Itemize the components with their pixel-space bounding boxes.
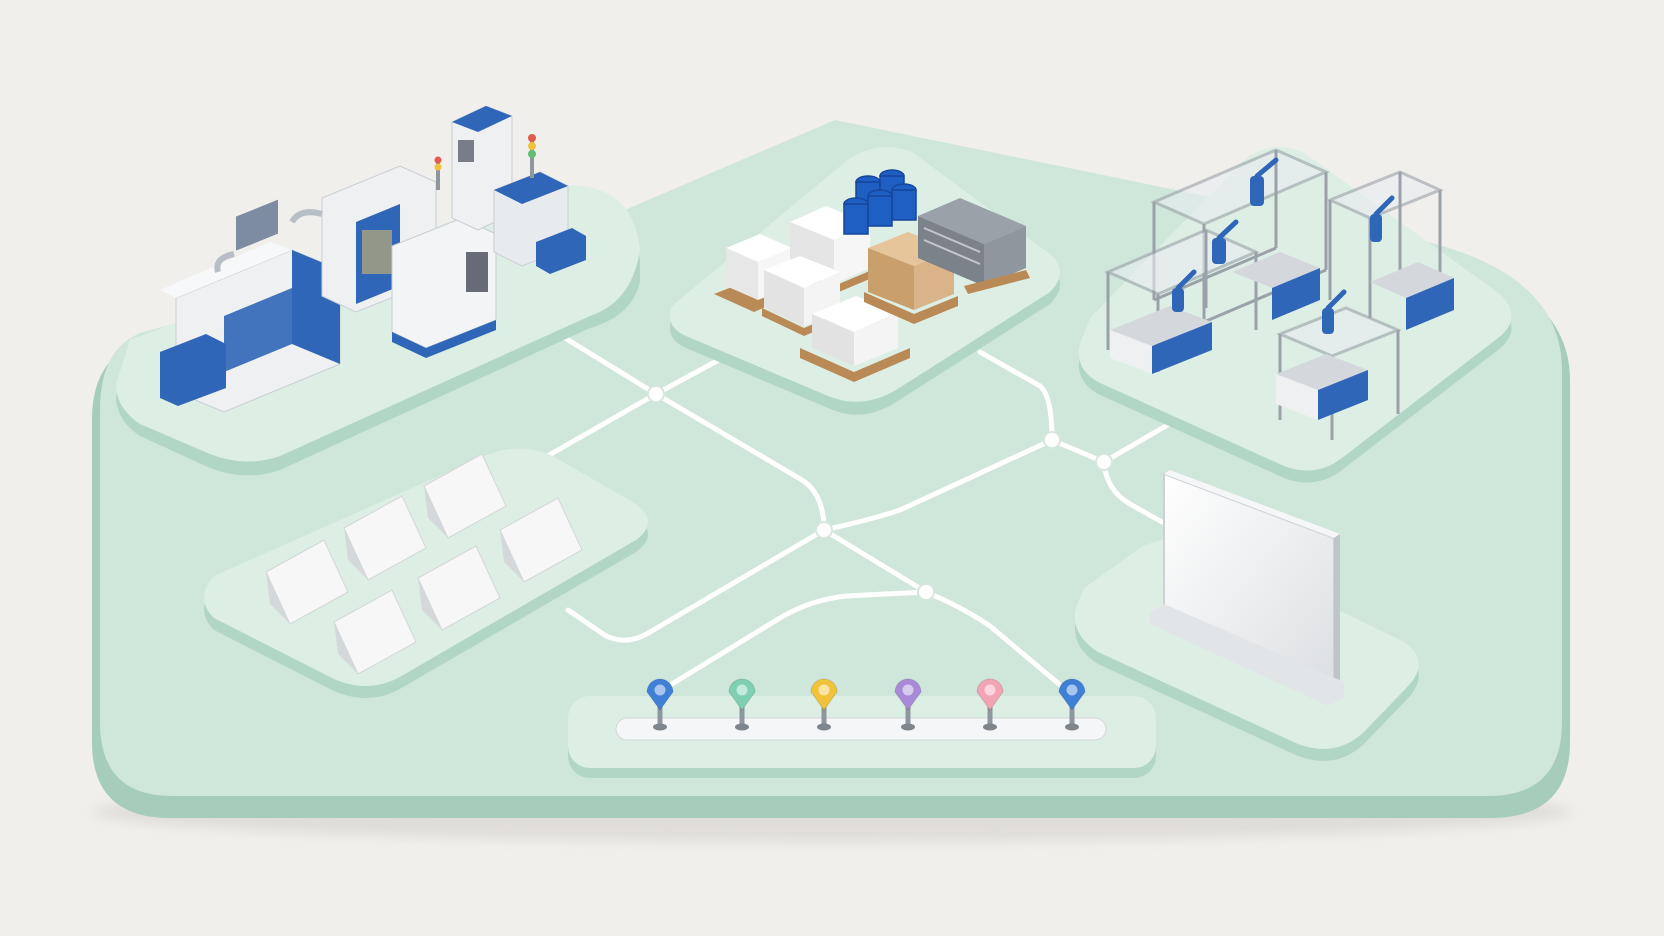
cnc-machine-icon bbox=[160, 105, 586, 413]
timeline-pin-icon bbox=[646, 678, 674, 731]
timeline-pin-icon bbox=[1058, 678, 1086, 731]
tent-card-6 bbox=[499, 497, 583, 583]
timeline-pin-icon bbox=[976, 678, 1004, 731]
connector-displays-hub bbox=[541, 391, 659, 461]
connector-nodes bbox=[647, 385, 1113, 601]
network-node-2 bbox=[815, 521, 833, 539]
timeline-pins bbox=[646, 678, 1086, 731]
blank-billboard-icon bbox=[1150, 470, 1344, 706]
connector-lines bbox=[541, 327, 1179, 693]
timeline-track bbox=[615, 717, 1107, 741]
zone-warehouse-storage bbox=[669, 147, 1060, 415]
zone-billboard-screen bbox=[1074, 470, 1419, 761]
connector-center-displays-low bbox=[565, 527, 827, 643]
timeline-pin-icon bbox=[728, 678, 756, 731]
connector-production-hub bbox=[549, 327, 659, 397]
tent-card-3 bbox=[423, 453, 507, 539]
network-node-1 bbox=[647, 385, 665, 403]
tent-card-display-icon bbox=[265, 453, 583, 675]
connector-timeline-left bbox=[659, 589, 929, 693]
pallet-storage-icon bbox=[714, 169, 1030, 382]
connector-warehouse-hub bbox=[653, 353, 729, 397]
connector-center-junction bbox=[821, 437, 1055, 533]
connector-center-timeline bbox=[821, 527, 929, 595]
network-node-3 bbox=[1043, 431, 1061, 449]
tent-card-4 bbox=[333, 589, 417, 675]
robot-arms bbox=[1110, 157, 1454, 420]
network-node-4 bbox=[1095, 453, 1113, 471]
zone-timeline-milestones bbox=[568, 678, 1156, 778]
zone-production-machines bbox=[116, 105, 640, 476]
timeline-pin-icon bbox=[810, 678, 838, 731]
zone-robotic-assembly-cells bbox=[1078, 146, 1512, 483]
tent-card-2 bbox=[343, 495, 427, 581]
tent-card-5 bbox=[417, 545, 501, 631]
timeline-pin-icon bbox=[894, 678, 922, 731]
network-node-5 bbox=[917, 583, 935, 601]
zone-display-panels bbox=[204, 448, 648, 698]
tent-card-1 bbox=[265, 539, 349, 625]
